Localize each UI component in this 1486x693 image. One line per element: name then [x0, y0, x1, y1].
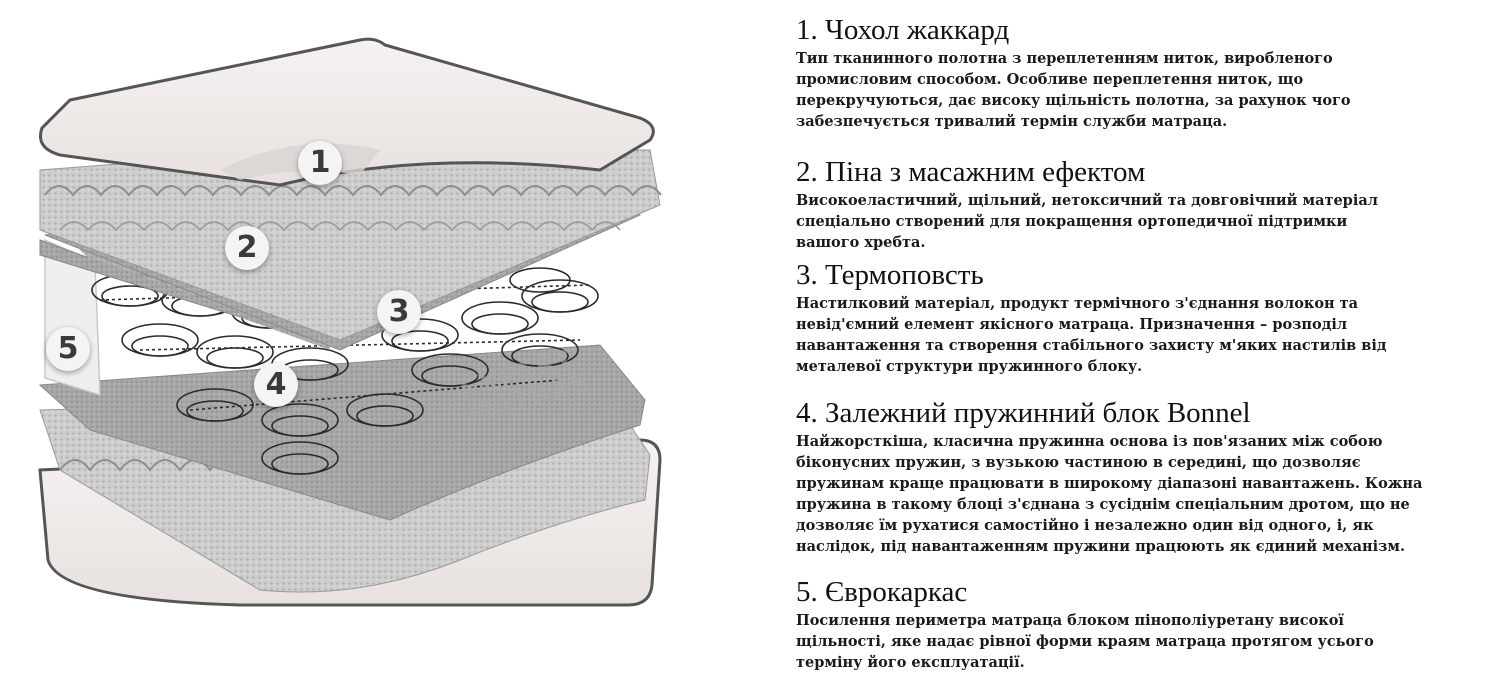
section-description: Настилковий матеріал, продукт термічного… [796, 293, 1476, 377]
massage-foam-waves-lower [59, 221, 621, 232]
description-line: невід'ємний елемент якісного матраца. Пр… [796, 316, 1348, 333]
section-title: 3. Термоповсть [796, 259, 984, 291]
layer-legend: 1. Чохол жаккард Тип тканинного полотна … [796, 0, 1476, 689]
description-line: Настилковий матеріал, продукт термічного… [796, 295, 1359, 312]
description-line: дозволяє їм рухатися самостійно і незале… [796, 517, 1374, 534]
jacquard-cover [39, 37, 655, 187]
badge-2: 2 [225, 226, 269, 270]
section-title: 5. Єврокаркас [796, 576, 968, 608]
section-description: Тип тканинного полотна з переплетенням н… [796, 48, 1476, 132]
description-line: перекручуються, дає високу щільність пол… [796, 92, 1351, 109]
massage-foam-waves [44, 185, 662, 197]
description-line: Тип тканинного полотна з переплетенням н… [796, 50, 1333, 67]
mattress-layers-illustration: 1 2 3 4 5 EXPERT MATRAS [38, 37, 662, 607]
description-line: промисловим способом. Особливе переплете… [796, 71, 1304, 88]
mattress-exploded-view [38, 37, 662, 607]
section-bonnel-spring-block: 4. Залежний пружинний блок Bonnel Найжор… [796, 397, 1476, 557]
section-description: Високоеластичний, щільний, нетоксичний т… [796, 190, 1476, 253]
description-line: навантаження та створення стабільного за… [796, 337, 1387, 354]
description-line: пружина в такому блоці з'єднана з сусідн… [796, 496, 1410, 513]
section-jacquard-cover: 1. Чохол жаккард Тип тканинного полотна … [796, 14, 1476, 132]
description-line: щільності, яке надає рівної форми краям … [796, 633, 1374, 650]
section-description: Найжорсткіша, класична пружинна основа і… [796, 431, 1476, 557]
description-line: терміну його експлуатації. [796, 654, 1025, 671]
section-title: 1. Чохол жаккард [796, 14, 1010, 46]
section-title: 2. Піна з масажним ефектом [796, 156, 1146, 188]
section-massage-foam: 2. Піна з масажним ефектом Високоеластич… [796, 156, 1476, 253]
description-line: вашого хребта. [796, 234, 926, 251]
description-line: металевої структури пружинного блоку. [796, 358, 1143, 375]
description-line: біконусних пружин, з вузькою частиною в … [796, 454, 1361, 471]
description-line: Посилення периметра матраца блоком піноп… [796, 612, 1344, 629]
description-line: спеціально створений для покращення орто… [796, 213, 1348, 230]
spring-block [91, 267, 599, 475]
badge-4: 4 [254, 363, 298, 407]
badge-5: 5 [46, 327, 90, 371]
description-line: Високоеластичний, щільний, нетоксичний т… [796, 192, 1378, 209]
description-line: забезпечується тривалий термін служби ма… [796, 113, 1228, 130]
description-line: Найжорсткіша, класична пружинна основа і… [796, 433, 1383, 450]
section-euroframe: 5. Єврокаркас Посилення периметра матрац… [796, 576, 1476, 673]
bottom-felt-layer [38, 344, 646, 521]
section-title: 4. Залежний пружинний блок Bonnel [796, 397, 1251, 429]
section-description: Посилення периметра матраца блоком піноп… [796, 610, 1476, 673]
section-thermal-felt: 3. Термоповсть Настилковий матеріал, про… [796, 259, 1476, 377]
badge-3: 3 [377, 290, 421, 334]
description-line: пружинам краще працювати в широкому діап… [796, 475, 1423, 492]
badge-1: 1 [298, 141, 342, 185]
description-line: наслідок, під навантаженням пружини прац… [796, 538, 1406, 555]
